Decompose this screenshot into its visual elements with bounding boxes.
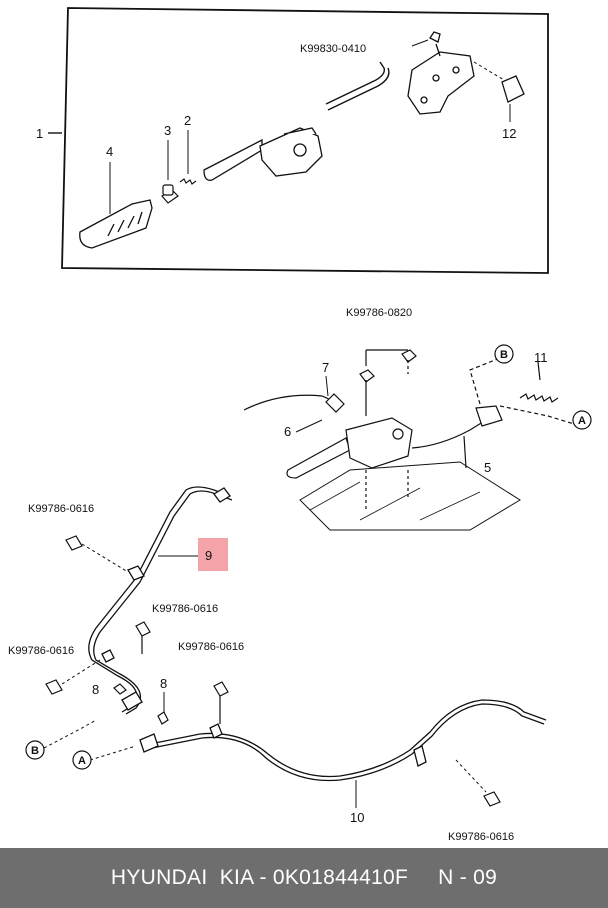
- callout-8-right: 8: [160, 676, 167, 691]
- lever-assembly-box: [48, 7, 549, 274]
- part-code-mid-bolt: K99786-0616: [152, 603, 218, 615]
- bolts-lower: [45, 535, 501, 807]
- callout-5: 5: [484, 460, 491, 475]
- callout-3: 3: [164, 123, 171, 138]
- spring-part: [179, 130, 197, 185]
- release-button-part: [161, 140, 179, 204]
- rear-cable-10: [139, 699, 547, 782]
- callout-7: 7: [322, 360, 329, 375]
- clip-part: [501, 75, 525, 122]
- connector-b-top: B: [494, 344, 514, 364]
- footer-bar: HYUNDAI KIA - 0K01844410F N - 09: [0, 848, 608, 908]
- callout-2: 2: [184, 113, 191, 128]
- part-code-bottom-right: K99786-0616: [448, 831, 514, 843]
- callout-6: 6: [284, 424, 291, 439]
- callout-12: 12: [502, 126, 516, 141]
- bracket-part: [407, 31, 475, 115]
- callout-10: 10: [350, 810, 364, 825]
- part-code-bracket-bolts: K99786-0820: [346, 307, 412, 319]
- footer-part-number: HYUNDAI KIA - 0K01844410F: [110, 866, 409, 889]
- connector-b-bottom: B: [25, 740, 45, 760]
- part-code-lower-mid: K99786-0616: [178, 641, 244, 653]
- callout-1: 1: [36, 126, 43, 141]
- rod-part: [325, 61, 390, 111]
- installation-view: [243, 349, 575, 531]
- highlight-callout-9: [198, 538, 228, 571]
- bolt-leader: [411, 39, 429, 47]
- lever-grip-part: [79, 162, 153, 249]
- part-code-upper-bolt: K99830-0410: [300, 43, 366, 55]
- dash-leaders-lower: [43, 543, 487, 793]
- dash-leader: [473, 61, 505, 81]
- callout-9: 9: [205, 548, 212, 563]
- rear-cable-9: [88, 486, 233, 715]
- callout-11: 11: [534, 350, 548, 365]
- svg-text:A: A: [78, 755, 86, 767]
- callout-8-left: 8: [92, 682, 99, 697]
- parking-brake-diagram: K99830-0410 1 4 3 2 12 B: [8, 7, 592, 843]
- part-code-left-upper: K99786-0616: [28, 503, 94, 515]
- connector-a-bottom: A: [72, 750, 92, 770]
- svg-text:B: B: [500, 349, 508, 361]
- callout-4: 4: [106, 144, 113, 159]
- leader-6: [295, 419, 323, 433]
- svg-text:B: B: [31, 745, 39, 757]
- lever-body-part: [203, 127, 323, 181]
- part-code-left-lower: K99786-0616: [8, 645, 74, 657]
- connector-a-top: A: [572, 410, 592, 430]
- footer-page-number: N - 09: [438, 866, 498, 889]
- leader-7: [325, 375, 329, 397]
- svg-text:A: A: [578, 415, 586, 427]
